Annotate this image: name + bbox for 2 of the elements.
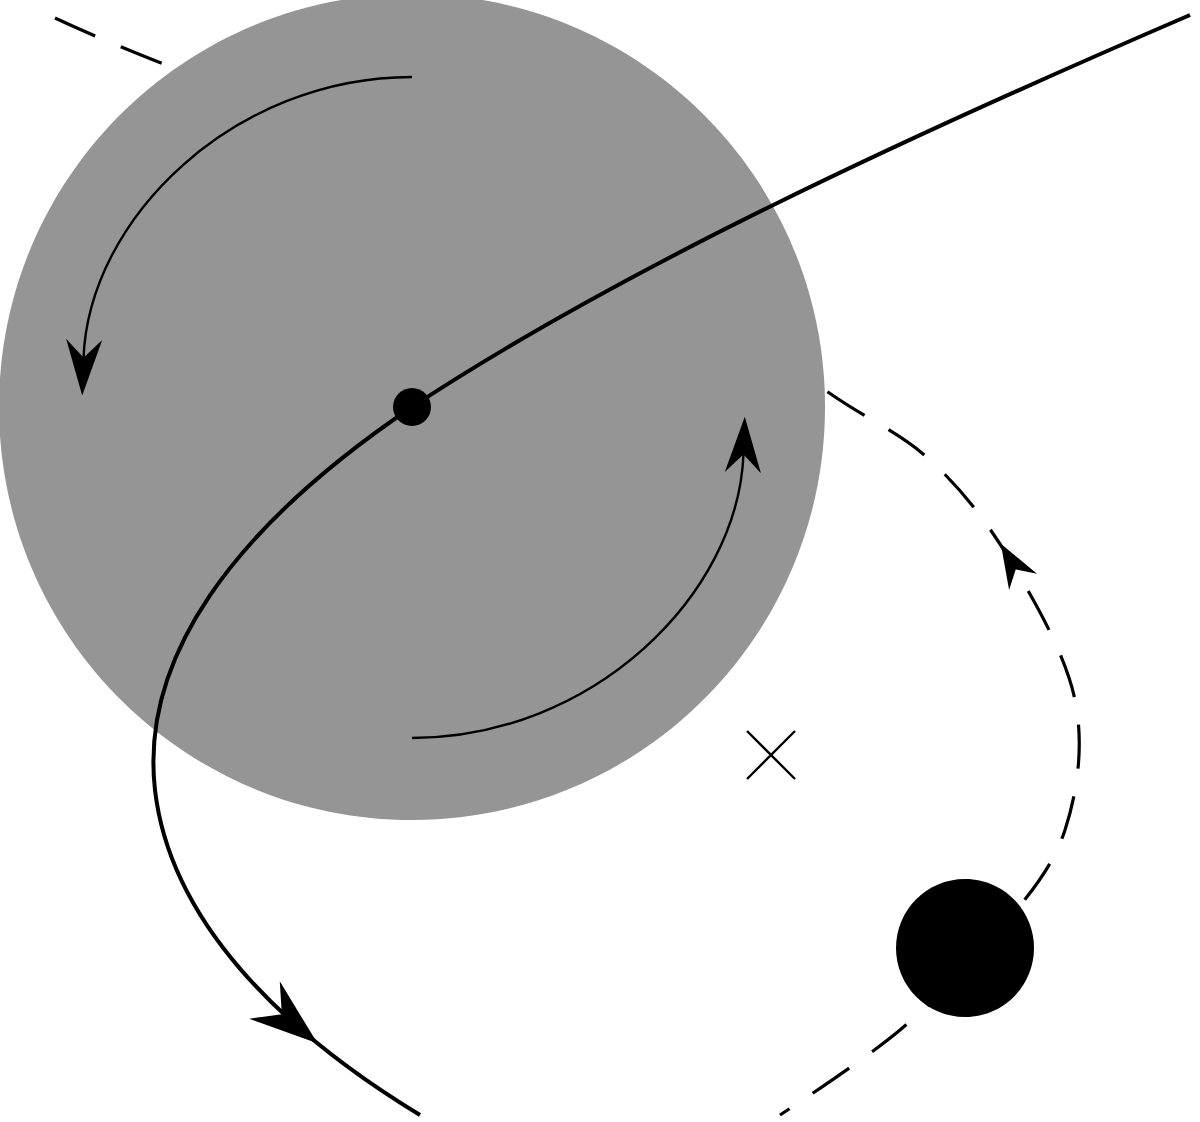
center-dot [393, 388, 431, 426]
small-disc [896, 879, 1034, 1017]
